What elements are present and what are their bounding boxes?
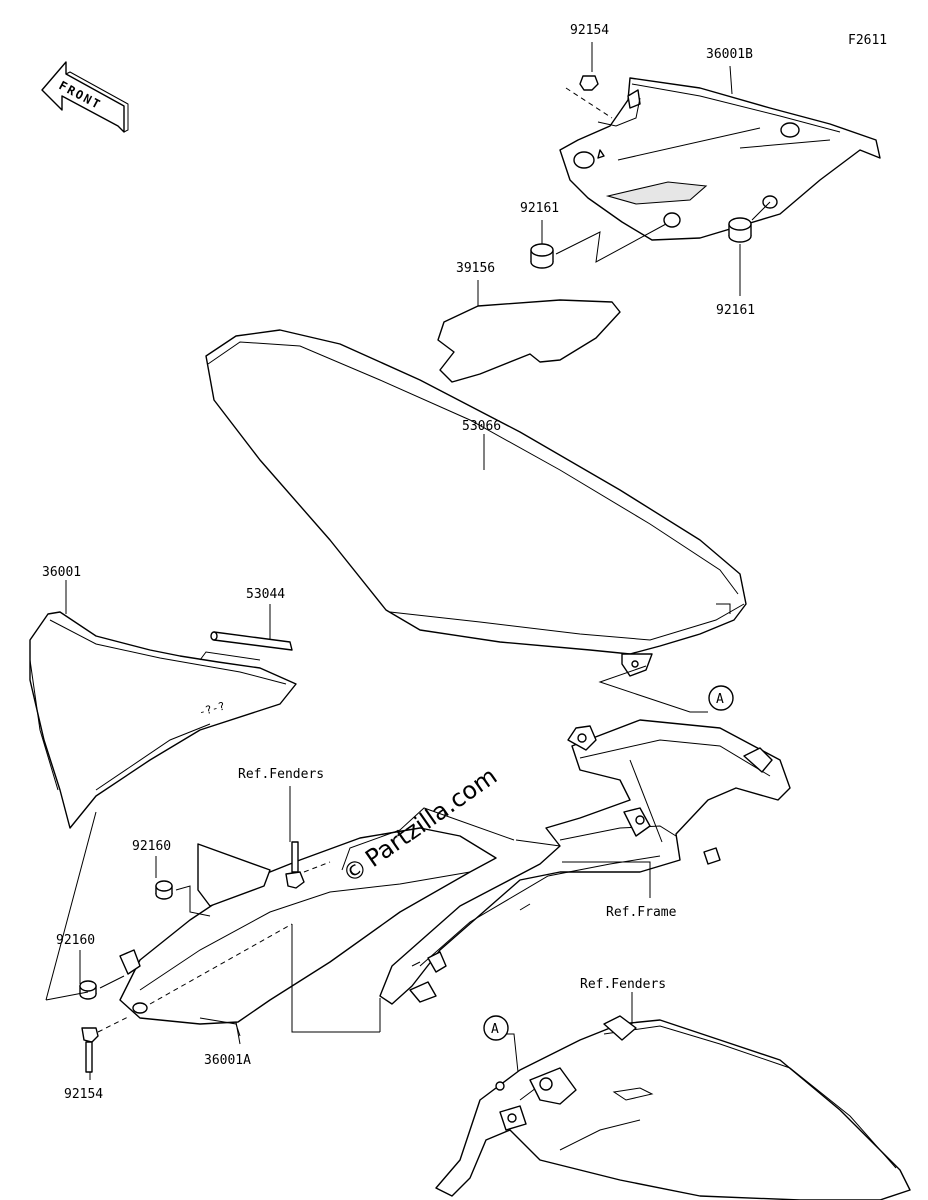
callout-a-top: [708, 685, 734, 711]
part-36001B-cover: [559, 77, 881, 241]
ref-fenders-top-bolt: [285, 841, 331, 889]
label-92154-bottom: 92154: [64, 1087, 103, 1102]
label-92161-left: 92161: [520, 201, 559, 216]
callout-a-bottom-label: A: [491, 1022, 499, 1037]
part-92154-bottom-screw: [81, 1015, 131, 1073]
label-ref-frame: Ref.Frame: [606, 905, 677, 920]
label-53066: 53066: [462, 419, 501, 434]
front-arrow-icon: FRONT: [41, 61, 129, 133]
part-53044-rod: [210, 631, 293, 651]
label-ref-fenders-bottom: Ref.Fenders: [580, 977, 666, 992]
label-36001B: 36001B: [706, 47, 753, 62]
ref-fenders-rear-fender: [435, 1015, 911, 1200]
part-39156-pad: [437, 299, 621, 383]
label-36001A: 36001A: [204, 1053, 251, 1068]
callout-a-bottom: [483, 1015, 509, 1041]
label-92160-left: 92160: [56, 933, 95, 948]
part-36001-cover: -?-?: [29, 611, 297, 829]
label-36001: 36001: [42, 565, 81, 580]
label-92154-top: 92154: [570, 23, 609, 38]
part-53066-seat: [205, 329, 747, 677]
label-53044: 53044: [246, 587, 285, 602]
part-36001A-cover: [119, 807, 515, 1037]
part-92161-right-grommet: [728, 217, 752, 243]
label-ref-fenders-top: Ref.Fenders: [238, 767, 324, 782]
label-92160-mid: 92160: [132, 839, 171, 854]
part-92161-left-grommet: [530, 243, 554, 269]
part-92160-mid-grommet: [155, 880, 173, 900]
callout-a-top-label: A: [716, 692, 724, 707]
label-39156: 39156: [456, 261, 495, 276]
label-92161-right: 92161: [716, 303, 755, 318]
part-92154-top-screw: [565, 75, 613, 119]
part-92160-left-grommet: [79, 980, 97, 1000]
figure-code: F2611: [848, 33, 887, 48]
